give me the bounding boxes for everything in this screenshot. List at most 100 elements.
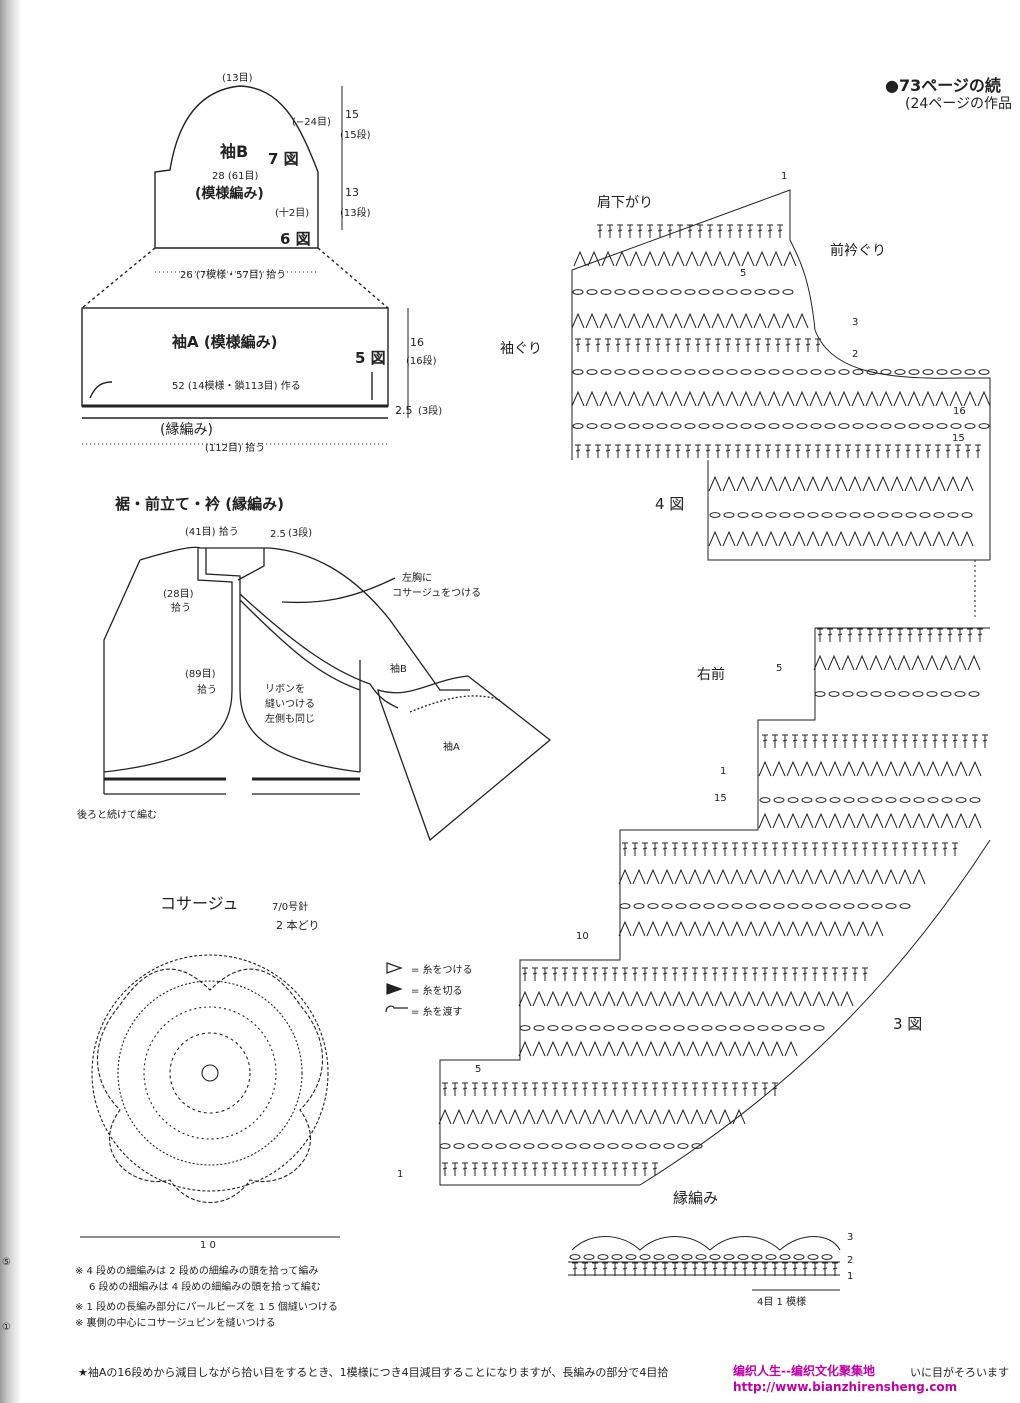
stitch-fan: [814, 760, 828, 777]
stitch-fan: [778, 475, 792, 492]
stitch-chain: [829, 903, 841, 909]
stitch-chain: [936, 423, 948, 429]
stitch-double-crochet: [522, 1162, 528, 1176]
stitch-fan: [571, 390, 585, 407]
stitch-fan: [932, 475, 946, 492]
stitch-chain: [647, 903, 659, 909]
stitch-fan: [940, 812, 954, 829]
stitch-fan: [946, 530, 960, 547]
corsage-chart: [80, 954, 340, 1238]
stitch-double-crochet: [925, 444, 931, 458]
stitch-double-crochet: [935, 444, 941, 458]
stitch-double-crochet: [835, 444, 841, 458]
stitch-chain: [961, 512, 973, 518]
stitch-chain: [551, 1143, 563, 1149]
stitch-double-crochet: [692, 1082, 698, 1096]
stitch-chain: [754, 369, 766, 375]
sleeve-b-upper-dim: 15: [345, 108, 359, 121]
stitch-chain: [729, 1025, 741, 1031]
margin-mark-1: ①: [2, 1322, 11, 1333]
stitch-double-crochet: [582, 1262, 588, 1276]
stitch-chain: [611, 1254, 623, 1260]
stitch-double-crochet: [622, 842, 628, 856]
stitch-double-crochet: [462, 1082, 468, 1096]
stitch-fan: [725, 390, 739, 407]
note-3: ※ 裏側の中心にコサージュピンを縫いつける: [75, 1318, 276, 1329]
stitch-fan: [732, 1108, 746, 1125]
stitch-chain: [779, 1254, 791, 1260]
stitch-fan: [764, 475, 778, 492]
stitch-chain: [782, 289, 794, 295]
pickup-line-right: [317, 247, 389, 309]
stitch-fan: [627, 390, 641, 407]
stitch-double-crochet: [812, 734, 818, 748]
stitch-fan: [644, 1040, 658, 1057]
ribbon-note-2: 縫いつける: [265, 699, 315, 710]
stitch-chain: [978, 369, 990, 375]
crochet-chart-bottom: [439, 627, 991, 1186]
stitch-double-crochet: [642, 1162, 648, 1176]
stitch-fan: [848, 475, 862, 492]
stitch-fan: [601, 250, 615, 267]
stitch-chain: [799, 1025, 811, 1031]
stitch-double-crochet: [572, 1162, 578, 1176]
stitch-chain: [885, 797, 897, 803]
stitch-double-crochet: [922, 842, 928, 856]
stitch-double-crochet: [752, 1082, 758, 1096]
stitch-fan: [671, 250, 685, 267]
stitch-fan: [784, 990, 798, 1007]
watermark-line1: 编织人生--编织文化聚集地: [733, 1364, 875, 1378]
stitch-fan: [536, 1108, 550, 1125]
stitch-fan: [753, 390, 767, 407]
stitch-fan: [690, 1108, 704, 1125]
stitch-chain: [597, 1254, 609, 1260]
stitch-chain: [821, 512, 833, 518]
stitch-double-crochet: [597, 224, 603, 238]
stitch-double-crochet: [697, 224, 703, 238]
stitch-chain: [863, 512, 875, 518]
stitch-double-crochet: [852, 734, 858, 748]
back-note: 後ろと続けて編む: [77, 810, 157, 821]
stitch-chain: [670, 289, 682, 295]
stitch-fan: [686, 1040, 700, 1057]
stitch-fan: [772, 920, 786, 937]
stitch-double-crochet: [662, 1082, 668, 1096]
stitch-chain: [765, 512, 777, 518]
stitch-chain: [950, 369, 962, 375]
stitch-double-crochet: [822, 1262, 828, 1276]
note-1-cont: 6 段めの細編みは 4 段めの細編みの頭を拾って編む: [89, 1282, 321, 1293]
stitch-fan: [870, 920, 884, 937]
stitch-fan: [767, 390, 781, 407]
stitch-double-crochet: [687, 224, 693, 238]
stitch-chain: [849, 512, 861, 518]
stitch-chain: [681, 1254, 693, 1260]
stitch-chain: [773, 797, 785, 803]
stitch-double-crochet: [642, 1262, 648, 1276]
stitch-fan: [697, 312, 711, 329]
stitch-fan: [736, 530, 750, 547]
row-marker-1-top: 1: [781, 171, 788, 182]
stitch-chain: [743, 1025, 755, 1031]
stitch-fan: [532, 990, 546, 1007]
stitch-double-crochet: [552, 1082, 558, 1096]
stitch-fan: [508, 1108, 522, 1125]
stitch-chain: [684, 289, 696, 295]
sleeve-a-title: 袖A (模様編み): [172, 333, 278, 351]
row-marker-15-mid: 15: [714, 793, 727, 804]
stitch-chain: [926, 691, 938, 697]
stitch-fan: [585, 312, 599, 329]
stitch-fan: [800, 812, 814, 829]
stitch-double-crochet: [627, 224, 633, 238]
stitch-double-crochet: [765, 338, 771, 352]
stitch-fan: [564, 1108, 578, 1125]
stitch-double-crochet: [757, 224, 763, 238]
stitch-fan: [599, 390, 613, 407]
stitch-double-crochet: [812, 842, 818, 856]
stitch-fan: [618, 920, 632, 937]
stitch-fan: [697, 390, 711, 407]
stitch-fan: [946, 475, 960, 492]
stitch-double-crochet: [817, 628, 823, 642]
stitch-fan: [755, 250, 769, 267]
stitch-fan: [686, 990, 700, 1007]
collar-right: [237, 548, 265, 581]
